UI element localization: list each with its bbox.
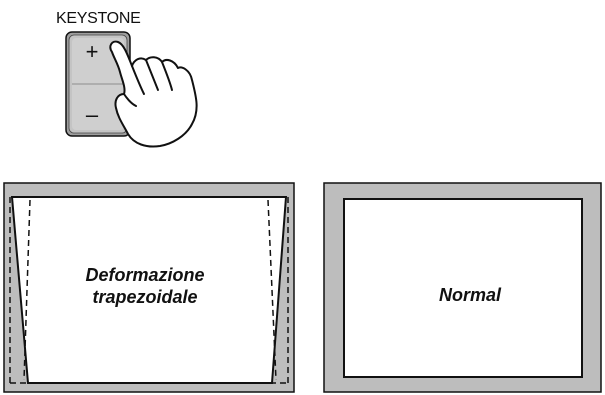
normal-caption: Normal — [438, 285, 501, 305]
plus-symbol[interactable]: + — [86, 39, 99, 64]
keystone-caption-line2: trapezoidale — [92, 287, 198, 307]
dashed-correction-lines — [9, 196, 289, 384]
keystone-label: KEYSTONE — [56, 10, 141, 27]
keystone-screen — [3, 182, 295, 393]
keystone-caption-line1: Deformazione — [85, 265, 205, 285]
minus-symbol[interactable]: – — [86, 102, 99, 127]
keystone-caption: Deformazione trapezoidale — [55, 264, 235, 308]
pointing-hand-icon — [109, 40, 198, 148]
normal-screen — [323, 182, 602, 393]
